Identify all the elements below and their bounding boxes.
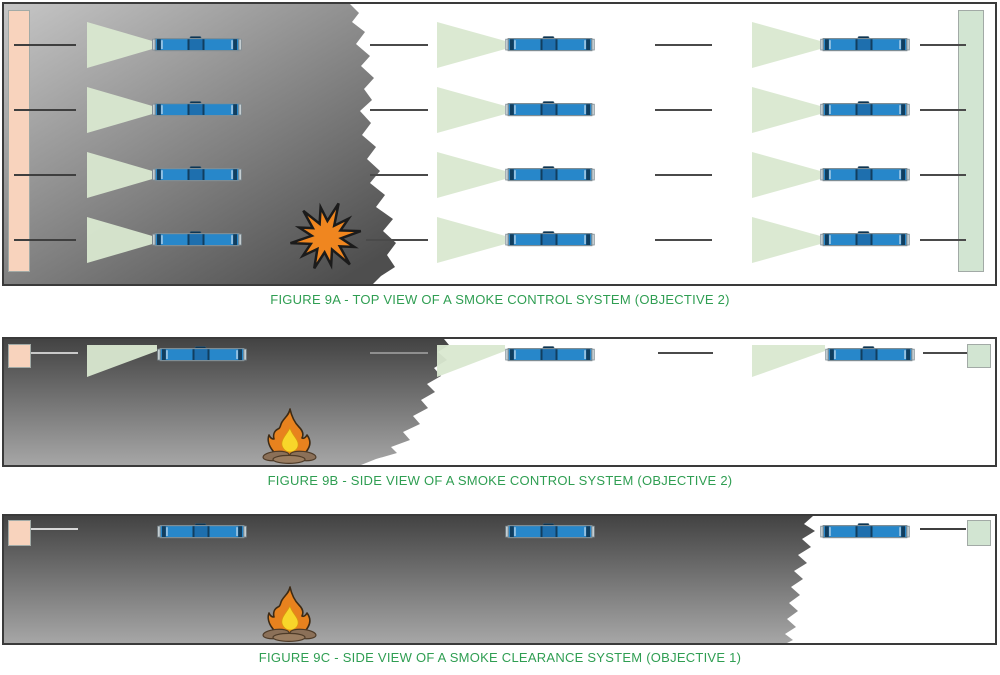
reference-line xyxy=(366,239,428,241)
reference-line xyxy=(923,352,967,354)
jet-fan xyxy=(157,523,247,539)
fan-airflow-cone xyxy=(437,217,505,263)
reference-line xyxy=(370,174,428,176)
fan-airflow-cone xyxy=(87,22,152,68)
left-portal-wall xyxy=(8,10,30,272)
figure-9c-caption: FIGURE 9C - SIDE VIEW OF A SMOKE CLEARAN… xyxy=(258,650,742,665)
figure-9a-caption: FIGURE 9A - TOP VIEW OF A SMOKE CONTROL … xyxy=(270,292,730,307)
smoke-layer xyxy=(4,339,449,465)
jet-fan xyxy=(505,101,595,117)
fire-explosion-icon xyxy=(290,202,362,270)
figure-9c-panel xyxy=(2,514,997,645)
reference-line xyxy=(370,109,428,111)
fan-airflow-cone xyxy=(437,87,505,133)
reference-line xyxy=(14,44,76,46)
jet-fan xyxy=(505,523,595,539)
fan-airflow-cone xyxy=(752,217,820,263)
reference-line xyxy=(31,352,78,354)
reference-line xyxy=(655,109,712,111)
jet-fan xyxy=(505,346,595,362)
reference-line xyxy=(370,44,428,46)
jet-fan xyxy=(152,166,242,182)
fan-airflow-cone xyxy=(752,345,825,377)
figure-9a-panel xyxy=(2,2,997,286)
reference-line xyxy=(31,528,78,530)
reference-line xyxy=(920,174,966,176)
figure-9b-panel xyxy=(2,337,997,467)
campfire-icon xyxy=(262,586,317,642)
smoke-layer xyxy=(4,516,815,643)
fan-airflow-cone xyxy=(437,22,505,68)
reference-line xyxy=(920,109,966,111)
jet-fan xyxy=(820,523,910,539)
jet-fan xyxy=(820,231,910,247)
fan-airflow-cone xyxy=(87,87,152,133)
reference-line xyxy=(370,352,428,354)
reference-line xyxy=(14,174,76,176)
jet-fan xyxy=(505,166,595,182)
left-portal-wall xyxy=(8,520,31,546)
smoke-layer xyxy=(4,4,396,284)
jet-fan xyxy=(152,231,242,247)
right-portal-wall xyxy=(958,10,984,272)
reference-line xyxy=(920,239,966,241)
reference-line xyxy=(658,352,713,354)
jet-fan xyxy=(820,166,910,182)
fan-airflow-cone xyxy=(437,345,505,377)
jet-fan xyxy=(505,231,595,247)
reference-line xyxy=(920,44,966,46)
reference-line xyxy=(14,109,76,111)
reference-line xyxy=(920,528,966,530)
jet-fan xyxy=(152,101,242,117)
reference-line xyxy=(655,239,712,241)
jet-fan xyxy=(825,346,915,362)
reference-line xyxy=(14,239,76,241)
fan-airflow-cone xyxy=(752,152,820,198)
jet-fan xyxy=(820,36,910,52)
jet-fan xyxy=(505,36,595,52)
jet-fan xyxy=(820,101,910,117)
reference-line xyxy=(655,174,712,176)
figure-9b-caption: FIGURE 9B - SIDE VIEW OF A SMOKE CONTROL… xyxy=(267,473,733,488)
fan-airflow-cone xyxy=(752,87,820,133)
fan-airflow-cone xyxy=(437,152,505,198)
reference-line xyxy=(655,44,712,46)
left-portal-wall xyxy=(8,344,31,368)
jet-fan xyxy=(157,346,247,362)
fan-airflow-cone xyxy=(87,152,152,198)
right-portal-wall xyxy=(967,344,991,368)
fan-airflow-cone xyxy=(752,22,820,68)
campfire-icon xyxy=(262,408,317,464)
fan-airflow-cone xyxy=(87,217,152,263)
fan-airflow-cone xyxy=(87,345,157,377)
jet-fan xyxy=(152,36,242,52)
right-portal-wall xyxy=(967,520,991,546)
